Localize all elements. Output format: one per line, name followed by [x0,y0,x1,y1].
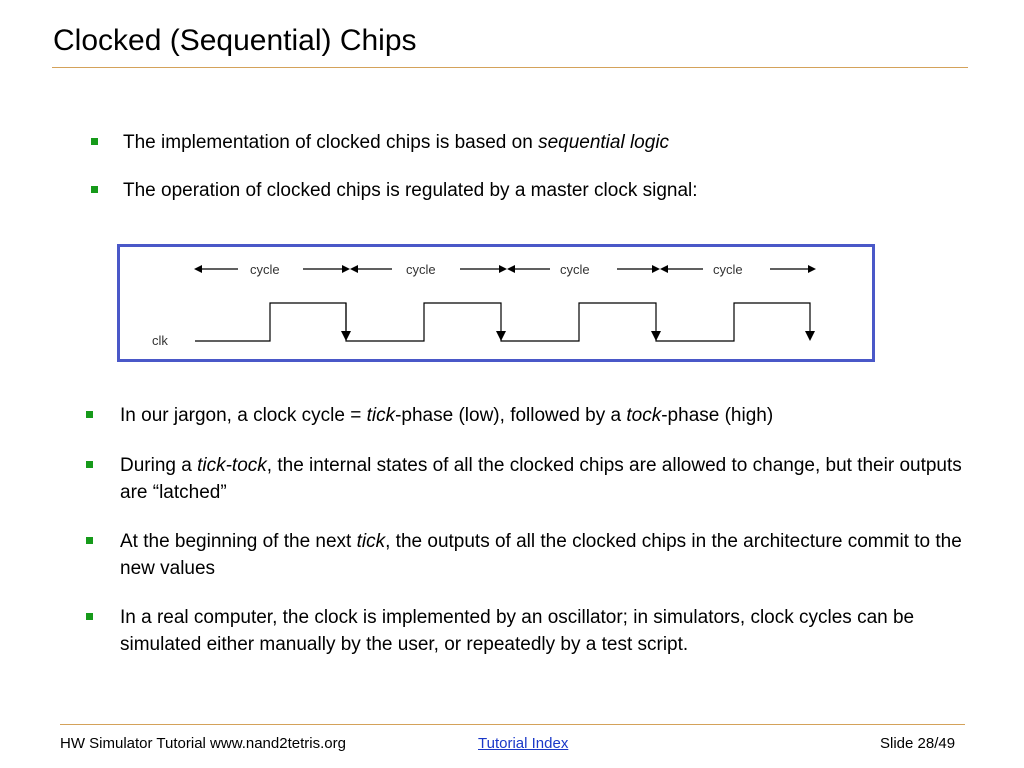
cycle-label: cycle [406,262,436,277]
cycle-label: cycle [713,262,743,277]
bullet-text: In our jargon, a clock cycle = [120,405,367,426]
bullet-text: During a [120,455,198,476]
clock-waveform: cycle cycle cycle cycle clk [152,262,816,348]
bullet-text: , the internal states of all the clocked… [120,455,962,503]
bullet-emphasis: tock [626,405,662,426]
bullet-square-icon [91,138,98,145]
bullet-text: At the beginning of the next [120,531,357,552]
bullet-sequential-logic: The implementation of clocked chips is b… [91,129,670,156]
bullet-text: In a real computer, the clock is impleme… [120,607,915,655]
footer-course-info: HW Simulator Tutorial www.nand2tetris.or… [60,735,346,752]
bullet-text: The operation of clocked chips is regula… [123,180,698,201]
bullet-square-icon [86,613,93,620]
bullet-emphasis: tick [356,531,386,552]
bullet-master-clock: The operation of clocked chips is regula… [91,177,698,204]
clk-label: clk [152,333,168,348]
bullet-emphasis: tick [366,405,396,426]
bullet-square-icon [86,461,93,468]
slide-number: Slide 28/49 [880,735,956,752]
cycle-label: cycle [560,262,590,277]
footer-divider [60,724,965,725]
bullet-text: , the outputs of all the clocked chips i… [120,531,962,579]
title-divider [52,67,968,68]
bullet-tick-tock-phases: In our jargon, a clock cycle = tick-phas… [86,402,774,429]
slide-title: Clocked (Sequential) Chips [53,24,417,57]
bullet-text: -phase (high) [661,405,774,426]
clock-diagram: cycle cycle cycle cycle clk [117,244,875,362]
bullet-square-icon [86,537,93,544]
bullet-emphasis: tick-tock [197,455,267,476]
bullet-commit-values: At the beginning of the next tick, the o… [86,528,980,582]
cycle-label: cycle [250,262,280,277]
bullet-emphasis: sequential logic [538,132,670,153]
tutorial-index-link[interactable]: Tutorial Index [478,735,569,752]
bullet-latched-outputs: During a tick-tock, the internal states … [86,452,980,506]
bullet-text: -phase (low), followed by a [395,405,627,426]
bullet-square-icon [91,186,98,193]
bullet-oscillator: In a real computer, the clock is impleme… [86,604,980,658]
bullet-square-icon [86,411,93,418]
bullet-text: The implementation of clocked chips is b… [123,132,539,153]
